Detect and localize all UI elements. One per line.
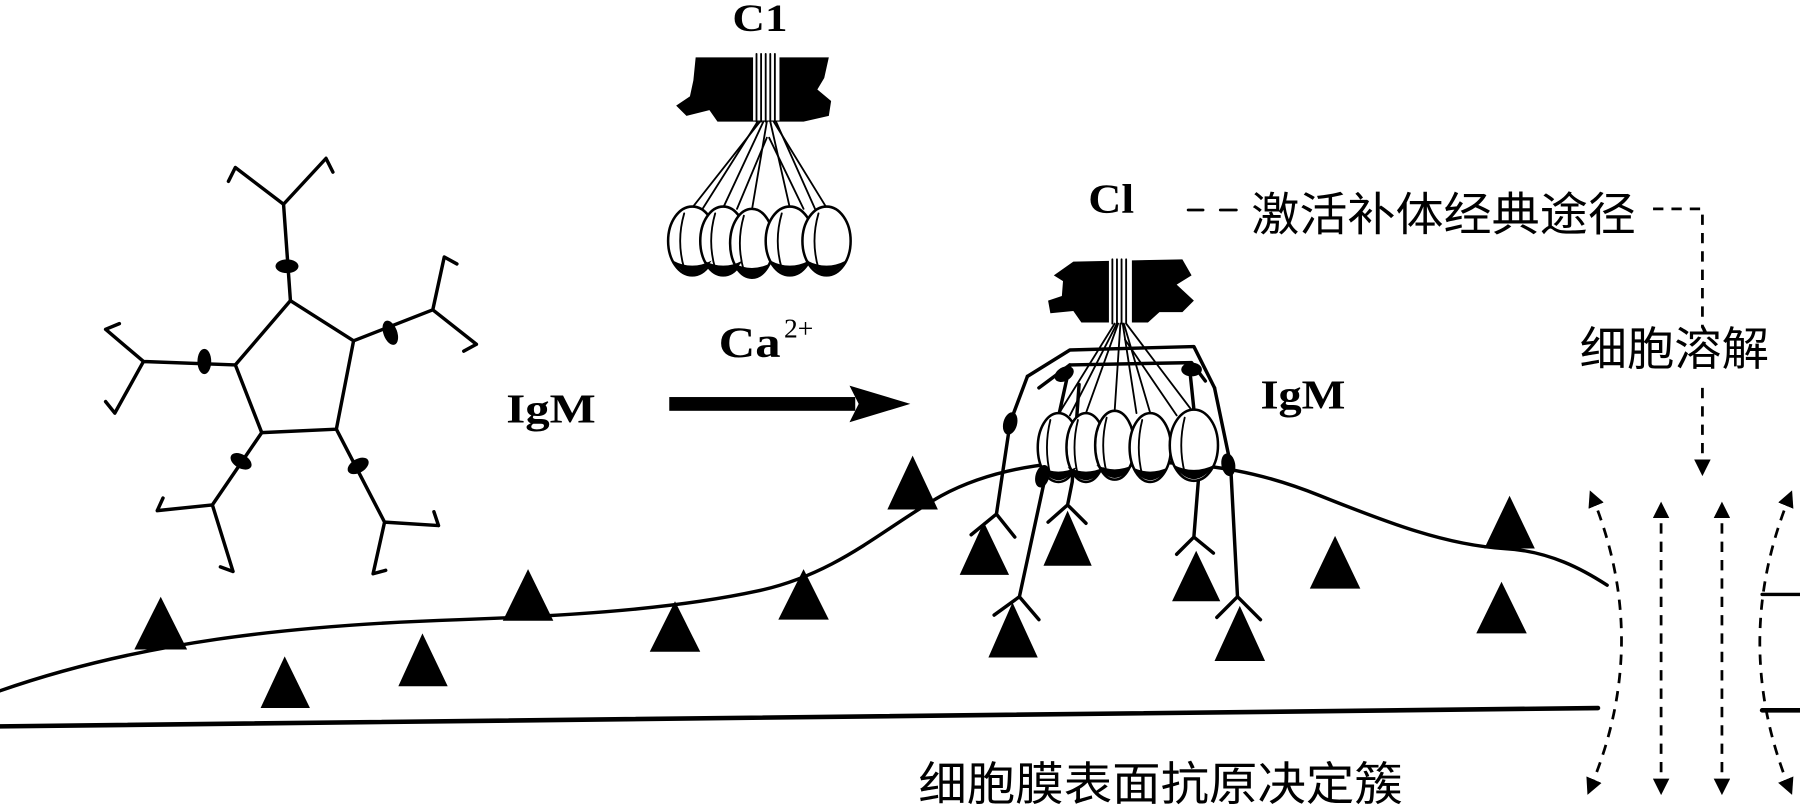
antigen-determinants bbox=[134, 455, 1535, 709]
antigen-triangle bbox=[778, 569, 829, 620]
globular-head-cap bbox=[770, 260, 810, 275]
igm-joint-oval bbox=[1221, 453, 1236, 477]
globular-head-seam bbox=[738, 214, 745, 272]
antigen-triangle bbox=[134, 596, 188, 650]
globular-head-seam bbox=[1180, 416, 1186, 474]
stalk-line bbox=[1125, 322, 1195, 415]
globular-head-seam bbox=[1046, 419, 1052, 476]
lysis-pore-arrows bbox=[1586, 490, 1794, 796]
igm-subunit-bottom-left bbox=[155, 430, 264, 574]
calcium-charge-superscript: 2+ bbox=[784, 312, 813, 343]
pore-arc-left-arrow bbox=[1586, 490, 1623, 795]
antigen-triangle bbox=[502, 569, 554, 621]
antigen-triangle bbox=[1309, 535, 1361, 589]
globular-head-cap bbox=[1096, 464, 1134, 478]
antigen-triangle bbox=[1214, 605, 1266, 661]
igm-joint-oval bbox=[1181, 362, 1202, 377]
igm-joint-oval bbox=[1035, 464, 1050, 488]
stalk-line bbox=[769, 120, 791, 209]
pore-arc-right-arrow bbox=[1758, 490, 1794, 795]
stalk-line bbox=[1122, 322, 1152, 415]
igm-bound-joints bbox=[1002, 362, 1236, 488]
igm-subunit-bottom-right bbox=[334, 427, 441, 576]
globular-head-cap bbox=[703, 260, 743, 275]
globular-head-seam bbox=[710, 212, 717, 270]
antigen-triangle bbox=[988, 602, 1038, 658]
stalk-line bbox=[1113, 322, 1122, 412]
igm-pentamer-joints bbox=[197, 259, 399, 475]
reaction-arrow bbox=[669, 385, 911, 423]
c1-free-label: C1 bbox=[732, 0, 787, 40]
pathway-label: 激活补体经典途径 bbox=[1251, 190, 1636, 241]
igm-joint-oval bbox=[347, 457, 369, 475]
globular-head-cap bbox=[1131, 467, 1169, 481]
antigen-triangle bbox=[1043, 510, 1092, 566]
igm-joint-oval bbox=[197, 348, 212, 375]
globular-head-seam bbox=[1137, 419, 1144, 476]
antigen-triangle bbox=[260, 656, 310, 709]
igm-subunit-right bbox=[351, 255, 479, 353]
globular-head-seam bbox=[776, 212, 783, 270]
c1-bound-label: Cl bbox=[1088, 175, 1134, 221]
antigen-triangle bbox=[959, 522, 1010, 575]
globular-head-seam bbox=[1102, 416, 1108, 474]
antigen-triangle bbox=[398, 633, 448, 687]
stalk-line bbox=[768, 136, 805, 210]
lysis-label: 细胞溶解 bbox=[1580, 324, 1769, 375]
c1-bound-globular-heads bbox=[1036, 408, 1220, 484]
stalk-line bbox=[775, 120, 816, 210]
c1-free-molecule bbox=[666, 53, 852, 279]
igm-joint-oval bbox=[230, 453, 252, 470]
globular-head-cap bbox=[1067, 467, 1105, 481]
igm-bound-leg bbox=[1212, 386, 1263, 622]
antigen-triangle bbox=[649, 601, 701, 652]
reaction-arrow-shaft bbox=[669, 397, 856, 411]
pathway-connector bbox=[1653, 207, 1704, 328]
antigen-triangle bbox=[1476, 581, 1527, 634]
igm-joint-oval bbox=[275, 259, 299, 274]
igm-joint-oval bbox=[382, 320, 399, 345]
globular-head-seam bbox=[813, 212, 820, 270]
stalk-line bbox=[722, 120, 765, 209]
igm-pentamer-label: IgM bbox=[506, 385, 596, 431]
calcium-label: Ca bbox=[719, 319, 781, 367]
stalk-line bbox=[1068, 322, 1118, 417]
c1-free-globular-heads bbox=[666, 205, 852, 279]
c1-bound-stalk-lines bbox=[1057, 258, 1195, 417]
igm-subunit-left bbox=[103, 321, 238, 415]
stalk-line bbox=[1085, 322, 1120, 415]
antigen-triangle bbox=[887, 455, 938, 510]
stalk-line bbox=[701, 120, 759, 210]
stalk-line bbox=[750, 120, 768, 211]
igm-bound-leg bbox=[992, 363, 1072, 622]
cell-membrane-base-line bbox=[0, 705, 1601, 729]
antigen-triangle bbox=[1172, 550, 1221, 602]
igm-bound-label: IgM bbox=[1260, 372, 1345, 418]
igm-bound-leg bbox=[969, 374, 1030, 539]
antigen-determinant-label: 细胞膜表面抗原决定簇 bbox=[918, 759, 1402, 809]
globular-head-cap bbox=[1173, 464, 1215, 480]
c1-bound-molecule bbox=[1036, 258, 1220, 484]
stalk-line bbox=[1124, 338, 1178, 417]
stalk-line bbox=[1057, 322, 1116, 416]
globular-head-seam bbox=[679, 212, 686, 270]
globular-head-cap bbox=[672, 260, 712, 275]
globular-head-cap bbox=[732, 262, 772, 278]
globular-head bbox=[801, 205, 852, 277]
igm-pentamer-ring bbox=[233, 298, 356, 435]
igm-pentamer bbox=[103, 156, 479, 576]
antigen-triangle bbox=[1484, 495, 1535, 549]
igm-joint-oval bbox=[1054, 366, 1074, 382]
globular-head-seam bbox=[1073, 419, 1079, 476]
globular-head-cap bbox=[807, 260, 847, 275]
stalk-line bbox=[1121, 322, 1138, 415]
igm-subunit-top bbox=[226, 156, 335, 303]
cell-membrane-surface bbox=[0, 459, 1609, 693]
reaction-arrow-head bbox=[849, 385, 911, 423]
c1-free-stalk-lines bbox=[691, 53, 828, 211]
igm-joint-oval bbox=[1002, 412, 1018, 435]
